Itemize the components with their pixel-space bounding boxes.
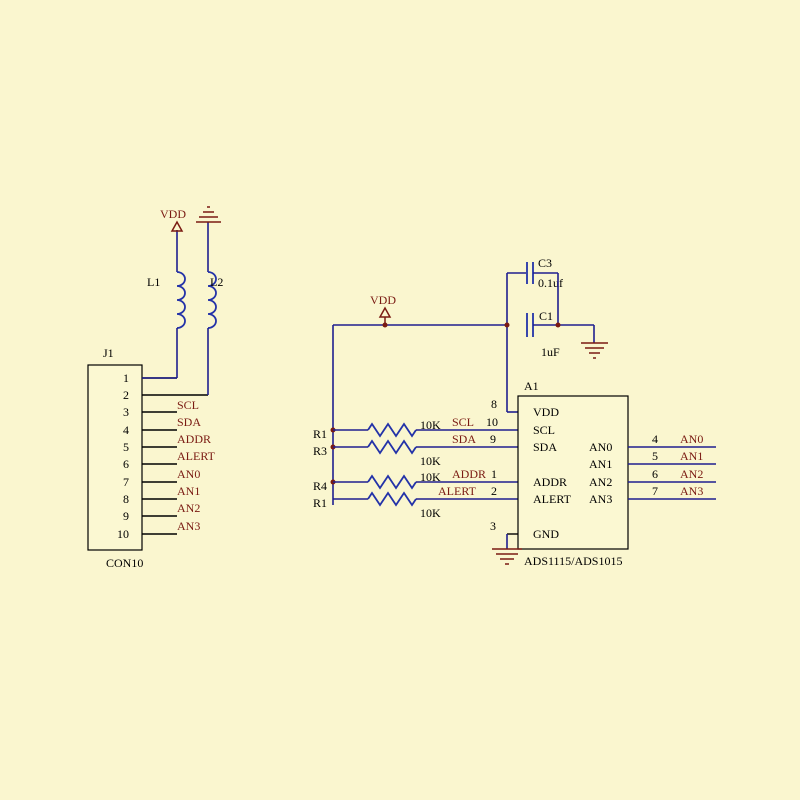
- vdd-label: VDD: [160, 207, 186, 221]
- ic-pin-name: VDD: [533, 405, 559, 419]
- ic-pin-name: SDA: [533, 440, 557, 454]
- net-label-an1: AN1: [680, 449, 703, 463]
- connector-net-label: ALERT: [177, 449, 216, 463]
- connector-name: CON10: [106, 556, 143, 570]
- capacitor-c3: C3 0.1uf: [507, 256, 563, 290]
- ground-symbol-cap: [581, 342, 608, 359]
- connector-net-label: AN3: [177, 519, 200, 533]
- connector-j1: J1 CON10 1 2 3 4 5 6 7 8 9 10 SCL SDA AD…: [87, 346, 216, 570]
- connector-net-label: ADDR: [177, 432, 211, 446]
- connector-pin-number: 5: [123, 440, 129, 454]
- resistor-r1: R1 10K: [313, 418, 518, 441]
- ic-pin-number: 8: [491, 397, 497, 411]
- connector-body: [87, 364, 143, 551]
- resistor-value: 10K: [420, 418, 441, 432]
- resistor-r4: R4 10K: [313, 470, 518, 493]
- connector-pin-number: 4: [123, 423, 129, 437]
- inductor-l2: L2: [207, 222, 223, 395]
- ic-ref: A1: [524, 379, 539, 393]
- ic-pin-name: SCL: [533, 423, 555, 437]
- capacitor-value: 1uF: [541, 345, 560, 359]
- ic-part: ADS1115/ADS1015: [524, 554, 622, 568]
- net-label-alert: ALERT: [438, 484, 477, 498]
- connector-pin-number: 7: [123, 475, 129, 489]
- vdd-label: VDD: [370, 293, 396, 307]
- connector-ref: J1: [103, 346, 114, 360]
- resistor-ref: R1: [313, 496, 327, 510]
- connector-net-label: SCL: [177, 398, 199, 412]
- ic-pin-name: AN2: [589, 475, 612, 489]
- capacitor-value: 0.1uf: [538, 276, 563, 290]
- connector-pin-number: 9: [123, 509, 129, 523]
- capacitor-c1: C1 1uF: [526, 309, 594, 359]
- connector-pin-number: 10: [117, 527, 129, 541]
- capacitor-ref: C3: [538, 256, 552, 270]
- ic-a1: A1 ADS1115/ADS1015 8 10 9 1 2 3 VDD SCL …: [486, 379, 629, 568]
- ic-pin-number: 6: [652, 467, 658, 481]
- ic-pin-name: GND: [533, 527, 559, 541]
- connector-pin-number: 6: [123, 457, 129, 471]
- inductor-l1: L1: [147, 230, 186, 378]
- ic-pin-number: 2: [491, 484, 497, 498]
- ic-pin-number: 4: [652, 432, 658, 446]
- ic-pin-name: ADDR: [533, 475, 567, 489]
- vdd-rail: VDD: [332, 293, 518, 505]
- ic-pin-number: 10: [486, 415, 498, 429]
- ground-symbol-top: [196, 206, 221, 223]
- net-label-sda: SDA: [452, 432, 476, 446]
- connector-net-label: SDA: [177, 415, 201, 429]
- connector-pin-number: 2: [123, 388, 129, 402]
- ic-body: [517, 395, 629, 550]
- net-label-an2: AN2: [680, 467, 703, 481]
- resistor-value: 10K: [420, 470, 441, 484]
- ic-pin-number: 3: [490, 519, 496, 533]
- net-label-an3: AN3: [680, 484, 703, 498]
- ic-pin-number: 5: [652, 449, 658, 463]
- ic-pin-name: AN1: [589, 457, 612, 471]
- net-label-scl: SCL: [452, 415, 474, 429]
- net-label-addr: ADDR: [452, 467, 486, 481]
- inductor-ref: L2: [210, 275, 223, 289]
- connector-net-label: AN0: [177, 467, 200, 481]
- inductor-ref: L1: [147, 275, 160, 289]
- connector-net-label: AN1: [177, 484, 200, 498]
- ic-pin-name: ALERT: [533, 492, 572, 506]
- ic-pin-number: 9: [490, 432, 496, 446]
- connector-pin-number: 8: [123, 492, 129, 506]
- connector-pin-number: 1: [123, 371, 129, 385]
- ic-pin-name: AN0: [589, 440, 612, 454]
- ic-pin-name: AN3: [589, 492, 612, 506]
- ic-pin-number: 7: [652, 484, 658, 498]
- resistor-ref: R1: [313, 427, 327, 441]
- resistor-ref: R3: [313, 444, 327, 458]
- connector-pin-number: 3: [123, 405, 129, 419]
- vdd-symbol-left: VDD: [160, 207, 186, 232]
- resistor-r3: R3 10K: [313, 439, 518, 468]
- resistor-value: 10K: [420, 506, 441, 520]
- resistor-r1-alert: R1 10K: [313, 491, 518, 520]
- ground-symbol-ic: [492, 548, 522, 565]
- net-label-an0: AN0: [680, 432, 703, 446]
- connector-net-label: AN2: [177, 501, 200, 515]
- resistor-ref: R4: [313, 479, 327, 493]
- capacitor-ref: C1: [539, 309, 553, 323]
- ic-pin-number: 1: [491, 467, 497, 481]
- resistor-value: 10K: [420, 454, 441, 468]
